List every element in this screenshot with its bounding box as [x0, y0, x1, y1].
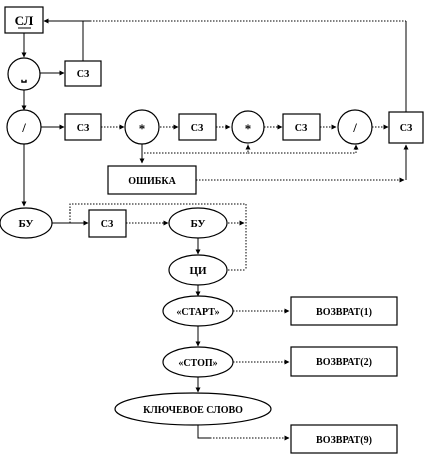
node-bu-1-label: БУ	[19, 218, 34, 230]
node-space-label: ⎵	[20, 67, 27, 82]
edge-keyword-down	[197, 425, 210, 439]
node-stop: «СТОП»	[162, 346, 234, 378]
node-sz-5: СЗ	[88, 209, 127, 238]
node-ci-label: ЦИ	[189, 265, 207, 277]
node-slash-1: /	[6, 109, 42, 145]
node-ret1-label: ВОЗВРАТ(1)	[316, 307, 372, 318]
node-star-2-label: *	[245, 121, 252, 136]
node-slash-2: /	[337, 109, 373, 145]
node-star-2: *	[231, 110, 265, 144]
node-ret2-label: ВОЗВРАТ(2)	[316, 357, 372, 368]
connectors	[21, 18, 409, 441]
node-bu-1: БУ	[0, 207, 53, 239]
node-error: ОШИБКА	[107, 165, 197, 195]
edge-loop-1	[141, 143, 249, 154]
node-ret2: ВОЗВРАТ(2)	[290, 346, 398, 377]
node-ret1: ВОЗВРАТ(1)	[290, 296, 398, 326]
node-start: «СТАРТ»	[162, 295, 234, 327]
node-sz-5-label: СЗ	[101, 219, 114, 230]
node-ret9-label: ВОЗВРАТ(9)	[316, 435, 372, 446]
node-sz-top-label: СЗ	[77, 69, 90, 80]
edge-loop-2	[248, 143, 357, 154]
node-sl-label: СЛ	[15, 13, 34, 28]
node-sz-1-label: СЗ	[77, 123, 90, 134]
node-slash-1-label: /	[21, 120, 26, 135]
node-star-1: *	[124, 109, 160, 145]
node-sz-3-label: СЗ	[295, 123, 308, 134]
node-sz-4: СЗ	[388, 111, 424, 144]
node-ret9: ВОЗВРАТ(9)	[290, 424, 398, 454]
node-keyword-label: КЛЮЧЕВОЕ СЛОВО	[143, 405, 243, 416]
node-sz-3: СЗ	[282, 113, 321, 141]
node-sz-top: СЗ	[64, 60, 102, 87]
node-sz-4-label: СЗ	[400, 123, 413, 134]
node-ci: ЦИ	[168, 254, 228, 286]
node-space: ⎵	[7, 57, 41, 91]
node-sz-2: СЗ	[178, 113, 217, 141]
node-sz-2-label: СЗ	[191, 123, 204, 134]
edge-sz-up	[82, 20, 90, 61]
node-bu-2-label: БУ	[191, 218, 206, 230]
node-slash-2-label: /	[352, 120, 357, 135]
node-bu-2: БУ	[168, 207, 228, 239]
node-start-label: «СТАРТ»	[176, 307, 219, 318]
node-star-1-label: *	[139, 121, 146, 136]
node-stop-label: «СТОП»	[178, 358, 217, 369]
node-sl: СЛ	[4, 6, 44, 34]
node-keyword: КЛЮЧЕВОЕ СЛОВО	[114, 392, 272, 426]
node-sz-1: СЗ	[64, 113, 102, 141]
node-error-label: ОШИБКА	[128, 176, 176, 187]
